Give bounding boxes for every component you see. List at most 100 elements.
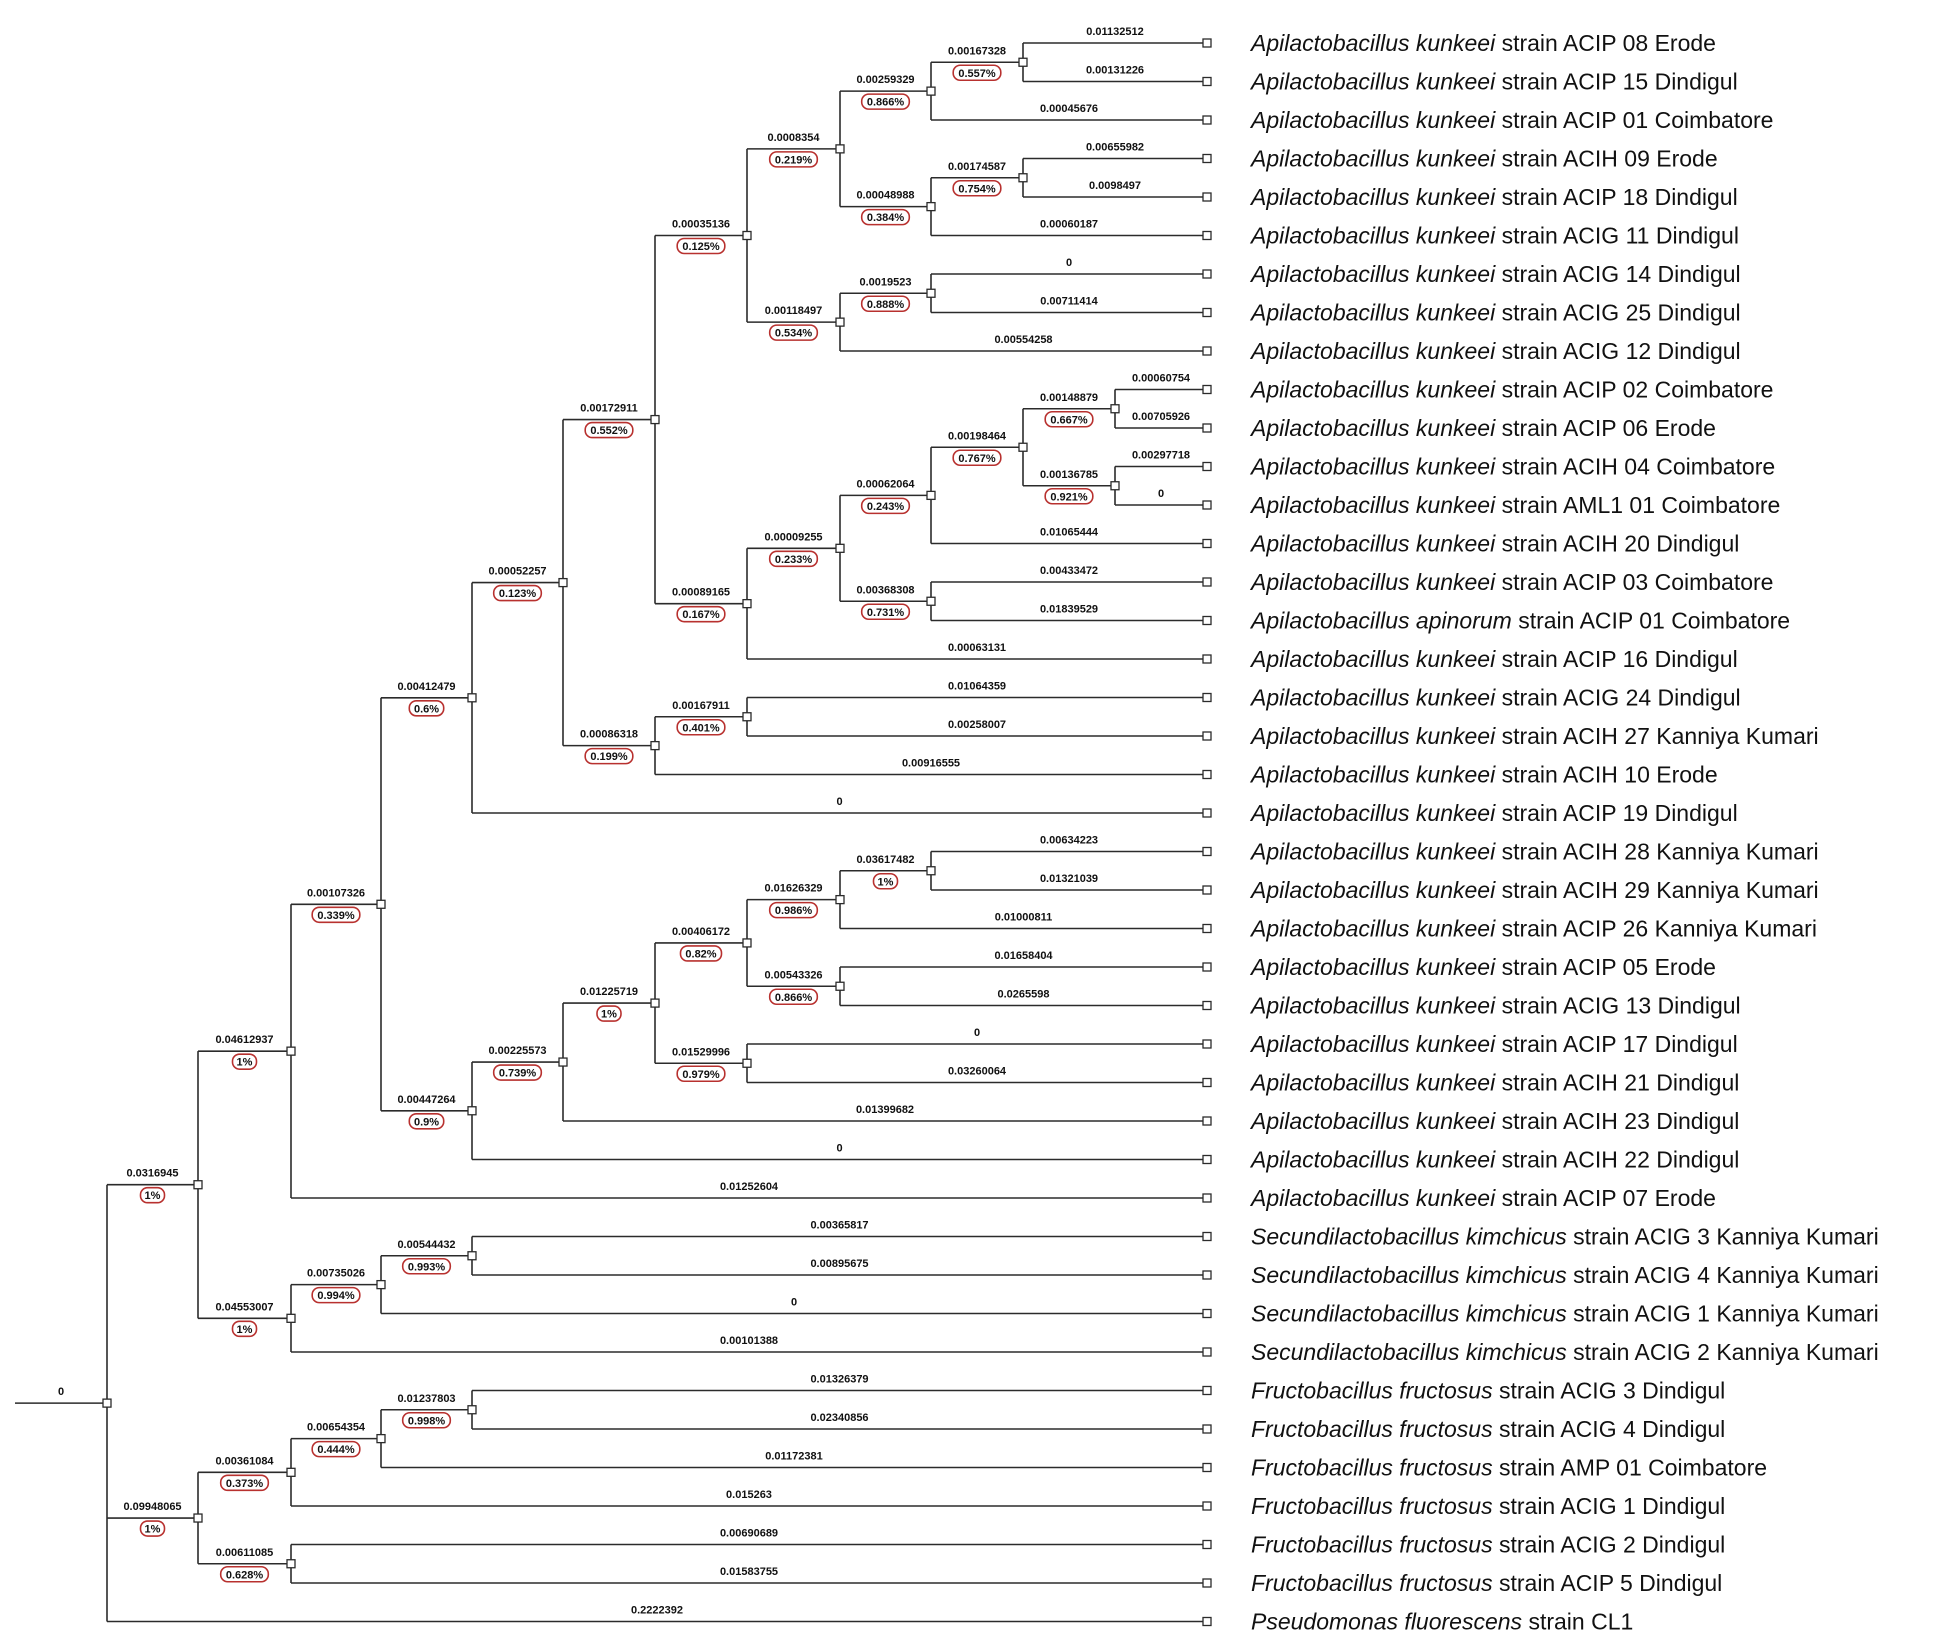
support-badge: [401, 1411, 452, 1429]
taxon-species: Secundilactobacillus kimchicus: [1251, 1339, 1567, 1365]
taxon-label: Fructobacillus fructosus strain AMP 01 C…: [1251, 1455, 1767, 1481]
taxon-strain: strain ACIP 02 Coimbatore: [1495, 377, 1773, 403]
internal-node: [1018, 57, 1028, 67]
internal-node: [650, 998, 660, 1008]
taxon-species: Apilactobacillus kunkeei: [1249, 723, 1496, 749]
support-badge: [219, 1565, 270, 1583]
taxon-species: Apilactobacillus kunkeei: [1249, 69, 1496, 95]
branch-length-label: 0.00916555: [902, 758, 960, 770]
branch-length-label: 0.01839529: [1040, 604, 1098, 616]
branch-length-label: 0.04553007: [215, 1301, 273, 1313]
branch-length-label: 0.00136785: [1040, 469, 1098, 481]
support-value: 0.444%: [317, 1444, 355, 1456]
taxon-strain: strain ACIP 17 Dindigul: [1495, 1031, 1738, 1057]
taxon-strain: strain ACIP 26 Kanniya Kumari: [1495, 916, 1817, 942]
internal-node: [835, 894, 845, 905]
taxon-species: Apilactobacillus kunkeei: [1249, 492, 1496, 518]
taxon-strain: strain ACIG 2 Dindigul: [1493, 1532, 1726, 1558]
branch-length-label: 0.00412479: [397, 681, 455, 693]
taxon-species: Apilactobacillus kunkeei: [1249, 685, 1496, 711]
support-value: 0.731%: [867, 607, 905, 619]
tip-node: [1202, 1385, 1212, 1396]
internal-node: [467, 1106, 477, 1116]
support-badge: [1044, 410, 1094, 428]
taxon-strain: strain ACIG 13 Dindigul: [1495, 993, 1740, 1019]
branch-length-label: 0.00052257: [488, 566, 546, 578]
taxon-label: Apilactobacillus kunkeei strain ACIH 28 …: [1249, 839, 1819, 865]
tip-node: [1202, 192, 1212, 202]
tip-node: [1202, 38, 1212, 48]
branch-length-label: 0.00433472: [1040, 565, 1098, 577]
support-value: 0.979%: [682, 1069, 720, 1081]
taxon-strain: strain ACIG 14 Dindigul: [1495, 261, 1740, 287]
taxon-species: Fructobacillus fructosus: [1251, 1493, 1493, 1519]
internal-node: [286, 1467, 296, 1477]
taxon-label: Pseudomonas fluorescens strain CL1: [1251, 1609, 1633, 1632]
branch-length-label: 0.01064359: [948, 681, 1006, 693]
branch-length-label: 0.015263: [726, 1489, 772, 1501]
taxon-strain: strain ACIH 28 Kanniya Kumari: [1495, 839, 1818, 865]
taxon-strain: strain ACIG 4 Dindigul: [1493, 1416, 1726, 1442]
internal-node: [1018, 173, 1028, 183]
support-badge: [139, 1186, 166, 1204]
tip-node: [1202, 1501, 1212, 1511]
taxon-label: Fructobacillus fructosus strain ACIG 3 D…: [1251, 1378, 1725, 1404]
branch-length-label: 0.0316945: [127, 1168, 179, 1180]
support-value: 0.243%: [867, 501, 905, 513]
support-badge: [679, 945, 723, 962]
taxon-species: Apilactobacillus kunkeei: [1249, 646, 1496, 672]
internal-node: [742, 712, 752, 722]
branch-length-label: 0.00101388: [720, 1335, 778, 1347]
support-badge: [768, 988, 819, 1006]
tip-node: [1202, 346, 1212, 356]
taxon-species: Apilactobacillus kunkeei: [1249, 1108, 1496, 1134]
taxon-species: Secundilactobacillus kimchicus: [1251, 1262, 1567, 1288]
branch-length-label: 0.00654354: [307, 1422, 366, 1434]
taxon-strain: strain ACIG 11 Dindigul: [1495, 223, 1739, 249]
taxon-strain: strain ACIP 01 Coimbatore: [1512, 608, 1790, 634]
root-length-label: 0: [58, 1386, 64, 1398]
branch-length-label: 0.01326379: [810, 1374, 868, 1386]
taxon-label: Secundilactobacillus kimchicus strain AC…: [1251, 1224, 1879, 1250]
branch-length-label: 0.09948065: [123, 1501, 181, 1513]
support-value: 0.866%: [775, 992, 813, 1004]
taxon-strain: strain ACIG 3 Dindigul: [1493, 1378, 1726, 1404]
taxon-species: Fructobacillus fructosus: [1251, 1532, 1493, 1558]
taxon-strain: strain ACIG 2 Kanniya Kumari: [1567, 1339, 1879, 1365]
support-value: 0.667%: [1050, 414, 1088, 426]
support-badge: [860, 93, 911, 110]
internal-node: [286, 1046, 296, 1056]
tip-node: [1202, 1539, 1212, 1550]
taxon-species: Apilactobacillus kunkeei: [1249, 415, 1496, 441]
internal-node: [558, 1057, 568, 1067]
branch-length-label: 0.01399682: [856, 1104, 914, 1116]
taxon-strain: strain ACIG 1 Kanniya Kumari: [1567, 1301, 1879, 1327]
taxon-label: Apilactobacillus kunkeei strain ACIH 29 …: [1249, 877, 1819, 903]
taxon-species: Apilactobacillus kunkeei: [1249, 1070, 1496, 1096]
tip-node: [1202, 731, 1212, 741]
branch-length-label: 0.00361084: [215, 1455, 274, 1467]
branch-length-label: 0.00634223: [1040, 835, 1098, 847]
taxon-label: Apilactobacillus kunkeei strain ACIP 18 …: [1249, 184, 1738, 210]
support-badge: [492, 584, 543, 602]
taxon-label: Apilactobacillus kunkeei strain ACIH 09 …: [1249, 146, 1718, 172]
internal-node: [1110, 404, 1120, 414]
taxon-species: Apilactobacillus kunkeei: [1249, 223, 1496, 249]
branch-length-label: 0: [836, 1143, 842, 1155]
internal-node: [650, 740, 660, 751]
branch-length-label: 0.00131226: [1086, 65, 1144, 77]
branch-length-label: 0.04612937: [215, 1034, 273, 1046]
taxon-label: Apilactobacillus kunkeei strain ACIP 02 …: [1249, 377, 1773, 403]
taxon-strain: strain ACIG 25 Dindigul: [1495, 300, 1740, 326]
taxon-strain: strain AML1 01 Coimbatore: [1495, 492, 1780, 518]
taxon-label: Apilactobacillus kunkeei strain AML1 01 …: [1249, 492, 1780, 518]
support-value: 0.767%: [958, 453, 996, 465]
taxon-label: Apilactobacillus kunkeei strain ACIG 11 …: [1249, 223, 1739, 249]
support-badge: [401, 1257, 452, 1275]
tip-node: [1202, 962, 1212, 972]
support-badge: [676, 605, 726, 623]
support-value: 0.125%: [682, 241, 720, 253]
support-badge: [676, 237, 726, 255]
support-value: 0.339%: [317, 910, 355, 922]
branch-length-label: 0.00174587: [948, 161, 1006, 173]
